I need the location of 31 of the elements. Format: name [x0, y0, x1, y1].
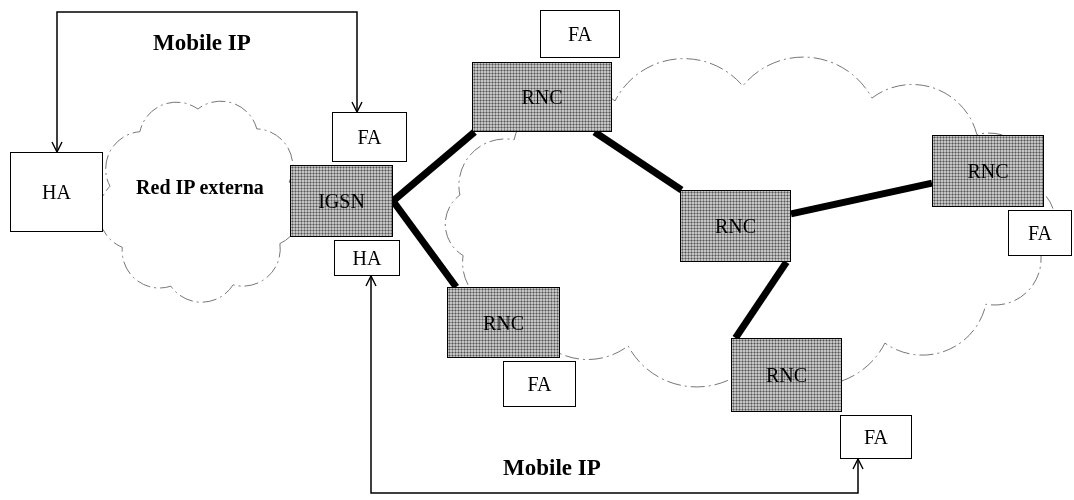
- network-node-box: [731, 338, 842, 412]
- arrow: [365, 275, 864, 494]
- node-label: FA: [357, 127, 382, 147]
- agent-box: [540, 10, 620, 58]
- network-node-box: [680, 190, 791, 262]
- thick-link: [790, 179, 933, 218]
- network-node-box: [472, 62, 612, 132]
- node-label: HA: [42, 182, 71, 202]
- agent-box: [10, 152, 103, 232]
- node-label: RNC: [482, 312, 525, 333]
- thick-link: [732, 260, 790, 340]
- node-label: FA: [567, 24, 593, 44]
- node-label: RNC: [967, 161, 1009, 181]
- agent-box: [332, 112, 407, 162]
- node-label: HA: [352, 248, 382, 268]
- arrow: [51, 11, 363, 153]
- network-node-box: [932, 135, 1044, 207]
- agent-box: [840, 415, 912, 459]
- node-label: FA: [1027, 223, 1053, 243]
- node-label: RNC: [765, 365, 808, 385]
- node-label: RNC: [714, 216, 757, 236]
- agent-box: [334, 240, 400, 276]
- node-label: FA: [527, 374, 552, 394]
- network-node-box: [290, 165, 393, 237]
- agent-box: [503, 361, 576, 407]
- cloud-label: Red IP externa: [135, 176, 265, 199]
- agent-box: [1008, 210, 1072, 256]
- node-label: FA: [863, 427, 889, 447]
- node-label: IGSN: [318, 191, 365, 211]
- network-node-box: [447, 287, 560, 358]
- node-label: RNC: [521, 87, 563, 107]
